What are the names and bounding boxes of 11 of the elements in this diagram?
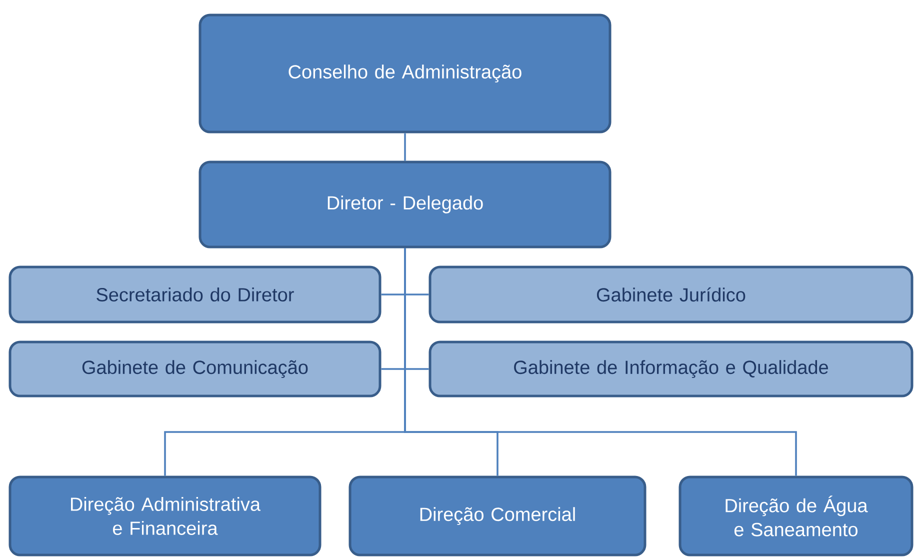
org-box: Direção de Água e Saneamento [678, 476, 914, 556]
org-box: Gabinete de Comunicação [8, 340, 382, 398]
org-box: Gabinete Jurídico [428, 266, 914, 324]
org-box: Diretor - Delegado [198, 160, 612, 248]
org-box: Secretariado do Diretor [8, 266, 382, 324]
org-box: Direção Administrativa e Financeira [8, 476, 322, 556]
org-box: Gabinete de Informação e Qualidade [428, 340, 914, 398]
connector-line [404, 248, 797, 476]
org-box: Conselho de Administração [198, 14, 612, 134]
connector-line [404, 133, 406, 161]
org-box: Direção Comercial [348, 476, 646, 556]
